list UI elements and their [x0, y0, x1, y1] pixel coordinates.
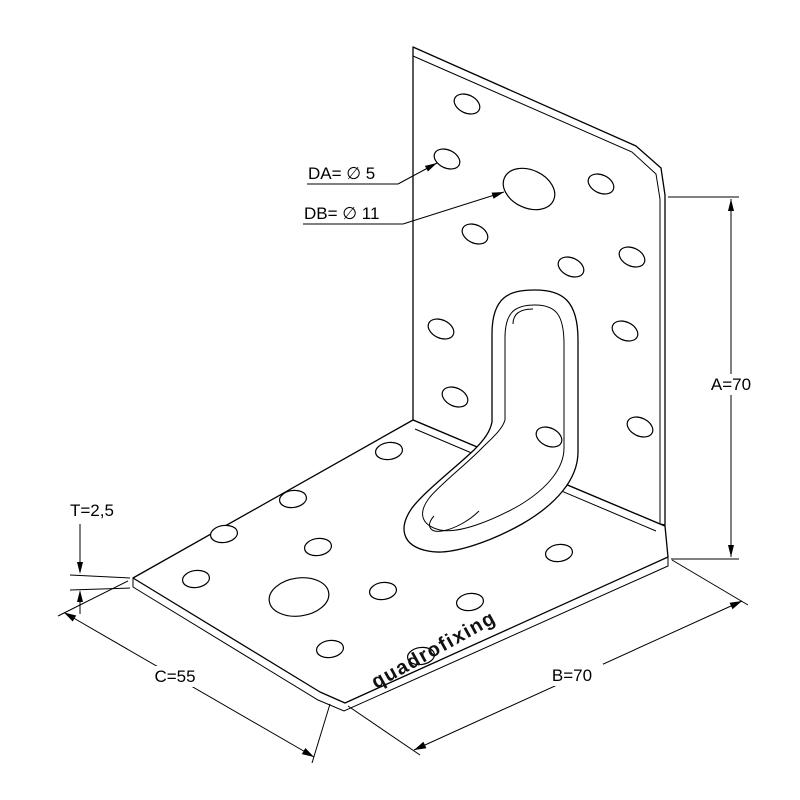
hole-small: [544, 543, 574, 563]
hole-small: [315, 639, 345, 659]
hole-small: [181, 569, 211, 589]
dimension-t: T=2,5: [69, 501, 131, 614]
arrowhead: [728, 199, 734, 211]
arrowhead: [77, 590, 83, 602]
hole-small: [303, 537, 333, 557]
arrowhead: [729, 601, 742, 610]
bracket-part: quadrofixing: [132, 46, 669, 712]
hole-small: [453, 93, 481, 115]
hole-small: [427, 318, 455, 340]
arrowhead: [64, 612, 77, 622]
arrowhead: [491, 192, 504, 199]
arrowhead: [301, 748, 314, 757]
hole-small: [441, 386, 469, 408]
hole-small: [461, 223, 489, 245]
vertical-plate-holes: [427, 93, 654, 448]
arrowhead: [424, 163, 437, 172]
base-plate-holes: [181, 441, 574, 666]
rib-inner-outline: [422, 304, 565, 532]
hole-small: [406, 646, 436, 666]
hole-large: [268, 577, 330, 617]
base-plate-thickness-lines: [132, 557, 669, 712]
dim-b-label: B=70: [552, 666, 592, 685]
dimension-b: B=70: [347, 559, 749, 756]
dim-t-label: T=2,5: [70, 501, 114, 520]
hole-small: [557, 256, 585, 278]
hole-small: [368, 581, 398, 601]
rib-tip-detail: [429, 510, 480, 532]
hole-small: [611, 320, 639, 342]
dimension-db: DB= ∅ 11: [303, 191, 505, 225]
dim-da-label: DA= ∅ 5: [308, 164, 375, 183]
dim-c-label: C=55: [154, 667, 195, 686]
dimension-da: DA= ∅ 5: [307, 162, 438, 185]
hole-small-da: [433, 148, 461, 170]
hole-small: [209, 524, 239, 544]
vertical-plate-thickness-line: [412, 55, 661, 524]
hole-small: [455, 592, 485, 612]
arrowhead: [414, 741, 427, 750]
hole-small: [374, 441, 404, 461]
arrowhead: [728, 545, 734, 557]
dim-db-label: DB= ∅ 11: [304, 204, 379, 223]
dim-a-label: A=70: [711, 375, 751, 394]
rib-outer-outline: [403, 289, 579, 553]
arrowhead: [77, 562, 83, 574]
hole-small: [278, 489, 308, 509]
dimension-a: A=70: [668, 196, 760, 560]
dimensions: A=70 B=70 C=55: [57, 162, 760, 764]
dimension-c: C=55: [57, 580, 331, 764]
hole-small: [618, 246, 646, 268]
hole-small: [535, 426, 563, 448]
rib-top-detail: [512, 308, 534, 325]
hole-small: [626, 416, 654, 438]
reinforcement-rib: [403, 289, 579, 553]
hole-large-db: [502, 167, 556, 211]
hole-small: [587, 173, 615, 195]
